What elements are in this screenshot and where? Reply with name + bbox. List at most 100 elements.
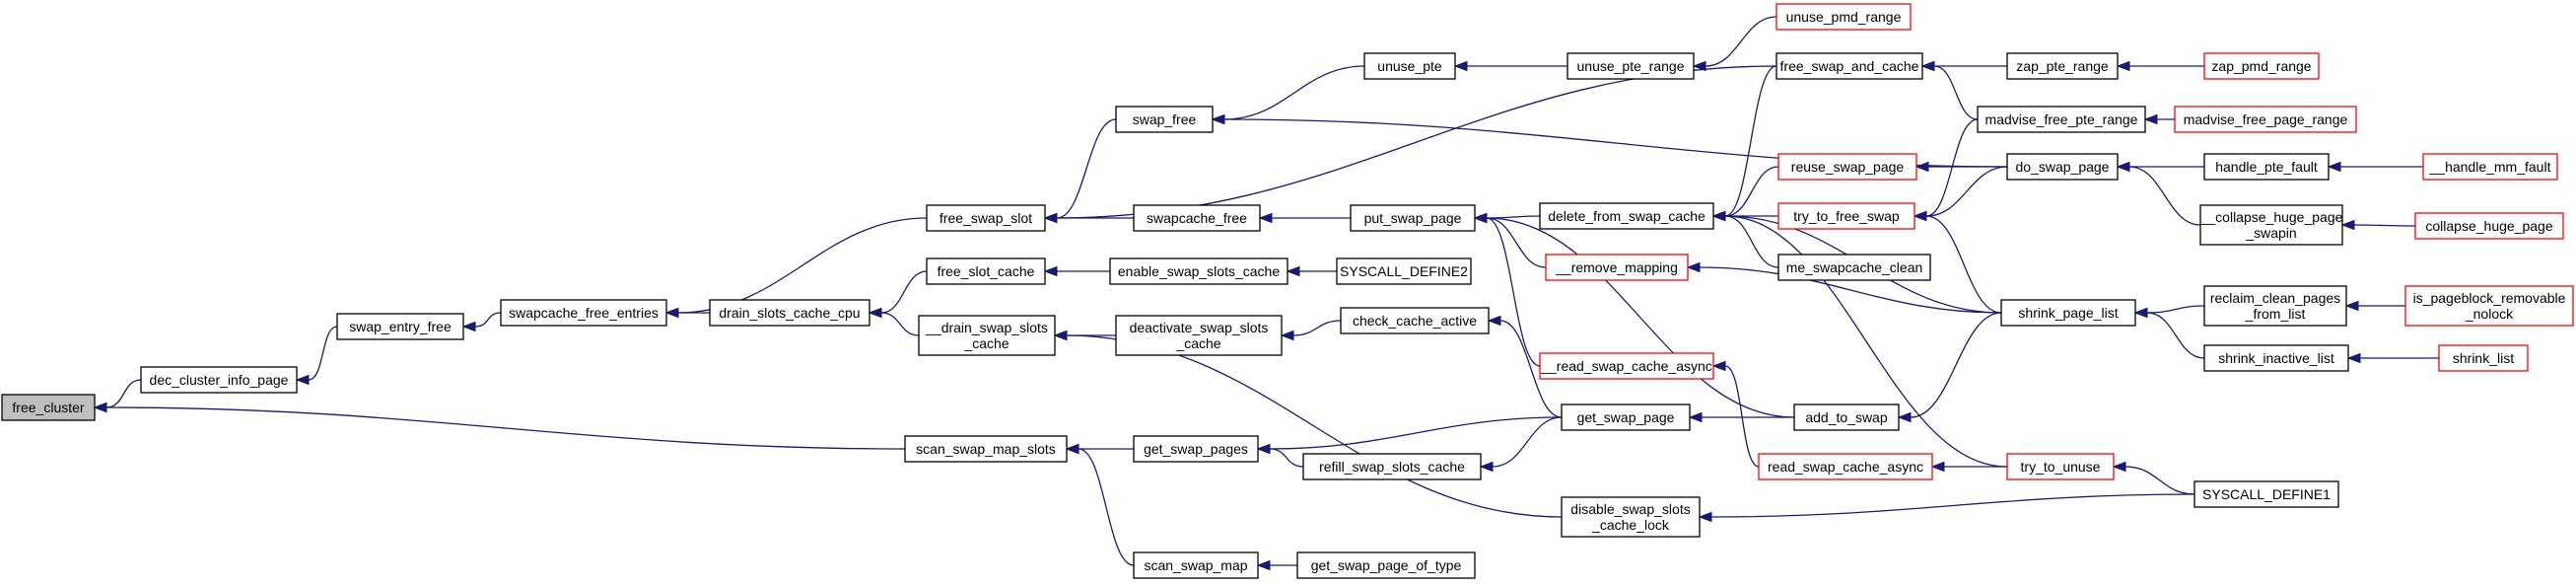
node-free-cluster[interactable]: free_cluster — [1, 394, 96, 421]
node-disable-swap-slots-cache-lock[interactable]: disable_swap_slots_cache_lock — [1561, 496, 1701, 538]
node-swap-entry-free[interactable]: swap_entry_free — [336, 313, 464, 340]
edge-swap-free-to-free-swap-slot — [1043, 118, 1117, 224]
edge-shrink-page-list-to-try-to-free-swap — [1913, 210, 2002, 314]
edge-collapse-huge-page-to-u-collapse-huge-page-swapin — [2340, 219, 2416, 231]
node-put-swap-page[interactable]: put_swap_page — [1350, 204, 1476, 232]
node-shrink-page-list[interactable]: shrink_page_list — [2000, 299, 2136, 327]
node-label: is_pageblock_removable — [2413, 290, 2566, 306]
edge-arrowhead — [2133, 307, 2148, 319]
edge-arrowhead — [1920, 60, 1935, 72]
node-madvise-free-pte-range[interactable]: madvise_free_pte_range — [1977, 106, 2146, 133]
node-label: enable_swap_slots_cache — [1118, 263, 1280, 279]
node-swapcache-free-entries[interactable]: swapcache_free_entries — [500, 299, 667, 327]
node-is-pageblock-removable-nolock[interactable]: is_pageblock_removable_nolock — [2404, 285, 2574, 327]
edge-add-to-swap-to-get-swap-page — [1688, 411, 1794, 423]
node-label: unuse_pte_range — [1577, 58, 1685, 74]
node-deactivate-swap-slots-cache[interactable]: deactivate_swap_slots_cache — [1115, 315, 1283, 356]
node-box — [2203, 153, 2330, 181]
node-label: deactivate_swap_slots — [1130, 320, 1269, 335]
node-enable-swap-slots-cache[interactable]: enable_swap_slots_cache — [1109, 257, 1288, 285]
node-unuse-pmd-range[interactable]: unuse_pmd_range — [1775, 3, 1912, 31]
node-check-cache-active[interactable]: check_cache_active — [1340, 307, 1490, 334]
edge-line — [1699, 266, 2002, 314]
edge-do-swap-page-to-try-to-free-swap — [1913, 166, 2008, 222]
edge-line — [1724, 365, 1760, 468]
node-zap-pte-range[interactable]: zap_pte_range — [2006, 52, 2119, 80]
node-handle-pte-fault[interactable]: handle_pte_fault — [2203, 153, 2330, 181]
edge-arrowhead — [1280, 330, 1294, 341]
node-reuse-swap-page[interactable]: reuse_swap_page — [1777, 153, 1917, 181]
edge-put-swap-page-to-swapcache-free — [1258, 212, 1351, 224]
node-label: dec_cluster_info_page — [150, 372, 289, 388]
node-box — [500, 299, 667, 327]
node-box — [1775, 52, 1923, 80]
node-unuse-pte-range[interactable]: unuse_pte_range — [1566, 52, 1695, 80]
edge-syscall-define2-to-enable-swap-slots-cache — [1286, 265, 1338, 277]
node-delete-from-swap-cache[interactable]: delete_from_swap_cache — [1539, 202, 1714, 230]
node-dec-cluster-info-page[interactable]: dec_cluster_info_page — [140, 366, 298, 394]
edge-line — [880, 270, 928, 314]
node-read-swap-cache-async[interactable]: read_swap_cache_async — [1758, 453, 1933, 480]
node-syscall-define1[interactable]: SYSCALL_DEFINE1 — [2193, 480, 2339, 508]
node-shrink-inactive-list[interactable]: shrink_inactive_list — [2203, 344, 2349, 372]
edge-arrowhead — [461, 321, 476, 332]
node-scan-swap-map-slots[interactable]: scan_swap_map_slots — [904, 435, 1068, 463]
node-add-to-swap[interactable]: add_to_swap — [1793, 404, 1900, 431]
node-box — [1336, 257, 1472, 285]
node-label: shrink_list — [2453, 350, 2514, 366]
node-do-swap-page[interactable]: do_swap_page — [2006, 153, 2119, 181]
node-syscall-define2[interactable]: SYSCALL_DEFINE2 — [1336, 257, 1472, 285]
edge-is-pageblock-removable-nolock-to-reclaim-clean-pages-from-list — [2344, 300, 2405, 312]
edge-arrowhead — [1043, 265, 1058, 277]
edge-shrink-inactive-list-to-shrink-page-list — [2133, 307, 2205, 359]
edge-line — [1292, 320, 1342, 336]
node-u-drain-swap-slots-cache[interactable]: __drain_swap_slots_cache — [918, 315, 1056, 356]
node-u-collapse-huge-page-swapin[interactable]: __collapse_huge_page_swapin — [2199, 204, 2343, 246]
node-drain-slots-cache-cpu[interactable]: drain_slots_cache_cpu — [709, 299, 870, 327]
node-label: swap_entry_free — [349, 319, 452, 334]
edge-line — [1056, 118, 1117, 219]
node-box — [2199, 204, 2343, 246]
edge-u-drain-swap-slots-cache-to-drain-slots-cache-cpu — [868, 307, 920, 336]
node-get-swap-page[interactable]: get_swap_page — [1561, 404, 1691, 431]
node-shrink-list[interactable]: shrink_list — [2438, 344, 2529, 372]
node-label: handle_pte_fault — [2215, 159, 2318, 175]
node-refill-swap-slots-cache[interactable]: refill_swap_slots_cache — [1302, 453, 1482, 480]
node-collapse-huge-page[interactable]: collapse_huge_page — [2414, 212, 2564, 240]
edge-arrowhead — [868, 307, 882, 319]
node-box — [1545, 254, 1689, 281]
node-u-handle-mm-fault[interactable]: __handle_mm_fault — [2422, 153, 2558, 181]
node-me-swapcache-clean[interactable]: me_swapcache_clean — [1777, 254, 1931, 281]
node-reclaim-clean-pages-from-list[interactable]: reclaim_clean_pages_from_list — [2203, 285, 2347, 327]
node-unuse-pte[interactable]: unuse_pte — [1363, 52, 1456, 80]
edge-line — [308, 326, 338, 381]
edge-u-handle-mm-fault-to-handle-pte-fault — [2327, 161, 2423, 173]
node-free-swap-slot[interactable]: free_swap_slot — [926, 204, 1046, 232]
node-scan-swap-map[interactable]: scan_swap_map — [1133, 551, 1259, 579]
node-box — [2203, 285, 2347, 327]
node-get-swap-page-of-type[interactable]: get_swap_page_of_type — [1296, 551, 1476, 579]
edge-arrowhead — [2327, 161, 2341, 173]
edge-scan-swap-map-to-scan-swap-map-slots — [1065, 443, 1135, 566]
node-box — [2174, 106, 2357, 133]
edge-syscall-define1-to-disable-swap-slots-cache-lock — [1698, 493, 2195, 523]
edge-arrowhead — [1065, 443, 1079, 455]
node-get-swap-pages[interactable]: get_swap_pages — [1133, 435, 1259, 463]
node-try-to-unuse[interactable]: try_to_unuse — [2006, 453, 2115, 480]
node-swapcache-free[interactable]: swapcache_free — [1133, 204, 1261, 232]
node-box — [1115, 315, 1283, 356]
node-free-slot-cache[interactable]: free_slot_cache — [926, 257, 1046, 285]
node-u-remove-mapping[interactable]: __remove_mapping — [1545, 254, 1689, 281]
edge-arrowhead — [2346, 352, 2361, 364]
node-madvise-free-page-range[interactable]: madvise_free_page_range — [2174, 106, 2357, 133]
node-label: _nolock — [2465, 306, 2514, 322]
node-zap-pmd-range[interactable]: zap_pmd_range — [2203, 52, 2320, 80]
node-swap-free[interactable]: swap_free — [1115, 106, 1214, 133]
node-u-read-swap-cache-async[interactable]: __read_swap_cache_async — [1539, 352, 1714, 380]
node-label: check_cache_active — [1353, 313, 1477, 329]
node-label: shrink_page_list — [2018, 305, 2118, 321]
edge-free-swap-and-cache-to-delete-from-swap-cache — [1711, 65, 1777, 222]
node-try-to-free-swap[interactable]: try_to_free_swap — [1777, 202, 1915, 230]
node-free-swap-and-cache[interactable]: free_swap_and_cache — [1775, 52, 1923, 80]
